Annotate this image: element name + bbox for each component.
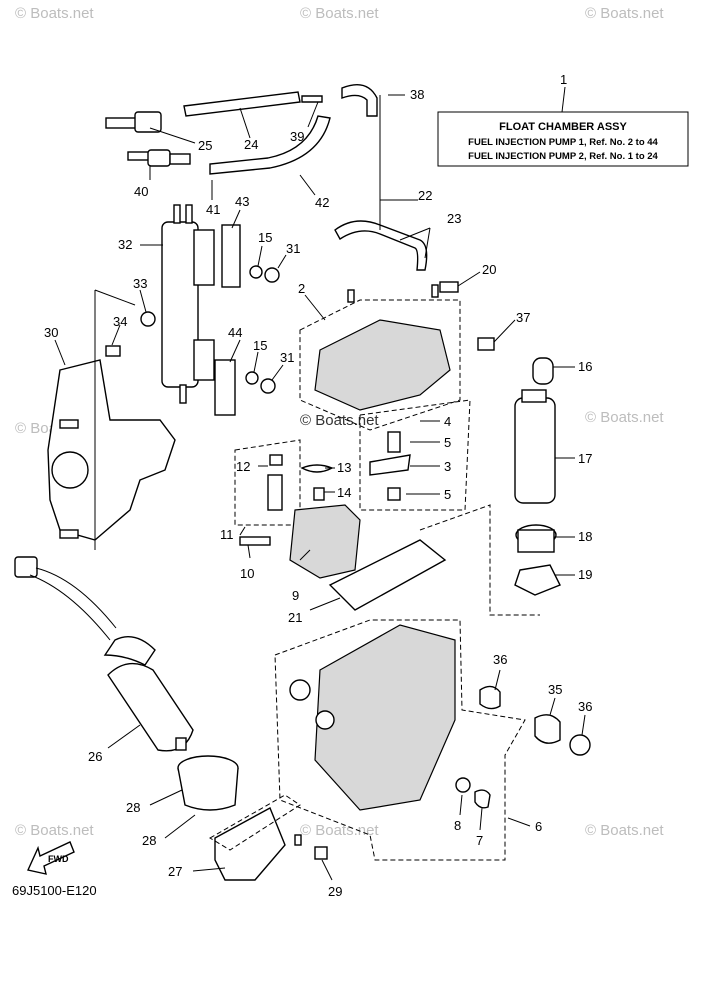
part-6-chamber xyxy=(274,619,591,861)
callout: 28 xyxy=(142,833,156,848)
callout: 35 xyxy=(548,682,562,697)
callout: 20 xyxy=(482,262,496,277)
top-hoses xyxy=(105,84,378,175)
watermark: © Boats.net xyxy=(15,822,94,839)
callout: 2 xyxy=(298,281,305,296)
callout: 10 xyxy=(240,566,254,581)
callout: 26 xyxy=(88,749,102,764)
part-2-cover xyxy=(234,220,495,526)
callout: 31 xyxy=(280,350,294,365)
callout: 25 xyxy=(198,138,212,153)
callout: 30 xyxy=(44,325,58,340)
watermark: © Boats.net xyxy=(585,409,664,426)
callout: 27 xyxy=(168,864,182,879)
callout: 23 xyxy=(447,211,461,226)
callout: 15 xyxy=(258,230,272,245)
fwd-label: FWD xyxy=(48,854,69,864)
part-17-pump xyxy=(514,357,561,596)
callout: 18 xyxy=(578,529,592,544)
callout: 43 xyxy=(235,194,249,209)
callout: 36 xyxy=(578,699,592,714)
fwd-arrow: FWD xyxy=(27,841,75,875)
callout: 14 xyxy=(337,485,351,500)
callout-numbers: 38 25 24 39 40 41 42 43 22 23 32 15 31 2… xyxy=(44,87,592,899)
part-21-gasket xyxy=(328,504,540,616)
callout: 11 xyxy=(220,527,234,542)
callout: 6 xyxy=(535,819,542,834)
callout: 15 xyxy=(253,338,267,353)
callout: 42 xyxy=(315,195,329,210)
callout: 36 xyxy=(493,652,507,667)
part-32-fuel-rail xyxy=(105,204,280,416)
callout: 12 xyxy=(236,459,250,474)
callout-1: 1 xyxy=(560,72,567,87)
callout: 21 xyxy=(288,610,302,625)
watermark: © Boats.net xyxy=(300,822,379,839)
part-9-10 xyxy=(239,504,361,579)
diagram-code: 69J5100-E120 xyxy=(12,883,97,898)
watermark: © Boats.net xyxy=(300,5,379,22)
callout: 9 xyxy=(292,588,299,603)
callout: 37 xyxy=(516,310,530,325)
callout: 24 xyxy=(244,137,258,152)
callout: 31 xyxy=(286,241,300,256)
callout: 5 xyxy=(444,435,451,450)
part-26-pump2 xyxy=(14,556,328,881)
callout: 8 xyxy=(454,818,461,833)
assembly-line-2: FUEL INJECTION PUMP 2, Ref. No. 1 to 24 xyxy=(468,151,658,162)
callout: 13 xyxy=(337,460,351,475)
assembly-line-1: FUEL INJECTION PUMP 1, Ref. No. 2 to 44 xyxy=(468,137,658,148)
callout: 41 xyxy=(206,202,220,217)
assembly-title: FLOAT CHAMBER ASSY xyxy=(499,121,627,133)
leader-lines xyxy=(54,94,586,881)
callout: 34 xyxy=(113,314,127,329)
watermark: © Boats.net xyxy=(585,822,664,839)
assembly-box: 1 FLOAT CHAMBER ASSY FUEL INJECTION PUMP… xyxy=(437,72,689,167)
callout: 29 xyxy=(328,884,342,899)
watermark: © Boats.net xyxy=(300,412,379,429)
callout: 38 xyxy=(410,87,424,102)
callout: 16 xyxy=(578,359,592,374)
callout: 7 xyxy=(476,833,483,848)
callout: 19 xyxy=(578,567,592,582)
callout: 44 xyxy=(228,325,242,340)
watermark: © Boats.net xyxy=(15,5,94,22)
callout: 5 xyxy=(444,487,451,502)
callout: 3 xyxy=(444,459,451,474)
callout: 4 xyxy=(444,414,451,429)
callout: 32 xyxy=(118,237,132,252)
callout: 40 xyxy=(134,184,148,199)
callout: 28 xyxy=(126,800,140,815)
watermark: © Boats.net xyxy=(585,5,664,22)
callout: 39 xyxy=(290,129,304,144)
callout: 33 xyxy=(133,276,147,291)
part-30-bracket xyxy=(47,289,176,550)
callout: 22 xyxy=(418,188,432,203)
callout: 17 xyxy=(578,451,592,466)
